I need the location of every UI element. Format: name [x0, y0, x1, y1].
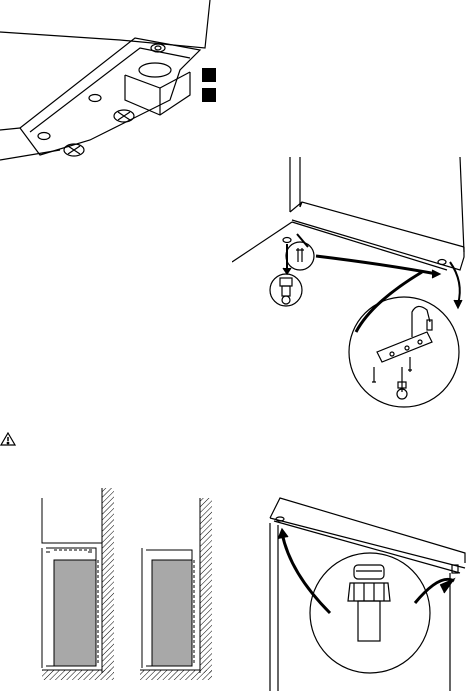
- figure-installation-clearance: [32, 488, 222, 688]
- figure-door-removal: [232, 152, 467, 412]
- warning-triangle-icon: [0, 432, 16, 446]
- marker-2: [202, 88, 216, 102]
- marker-1: [202, 68, 216, 82]
- figure-hinge-detail: [0, 0, 215, 170]
- figure-top-hinge-pin: [240, 493, 467, 691]
